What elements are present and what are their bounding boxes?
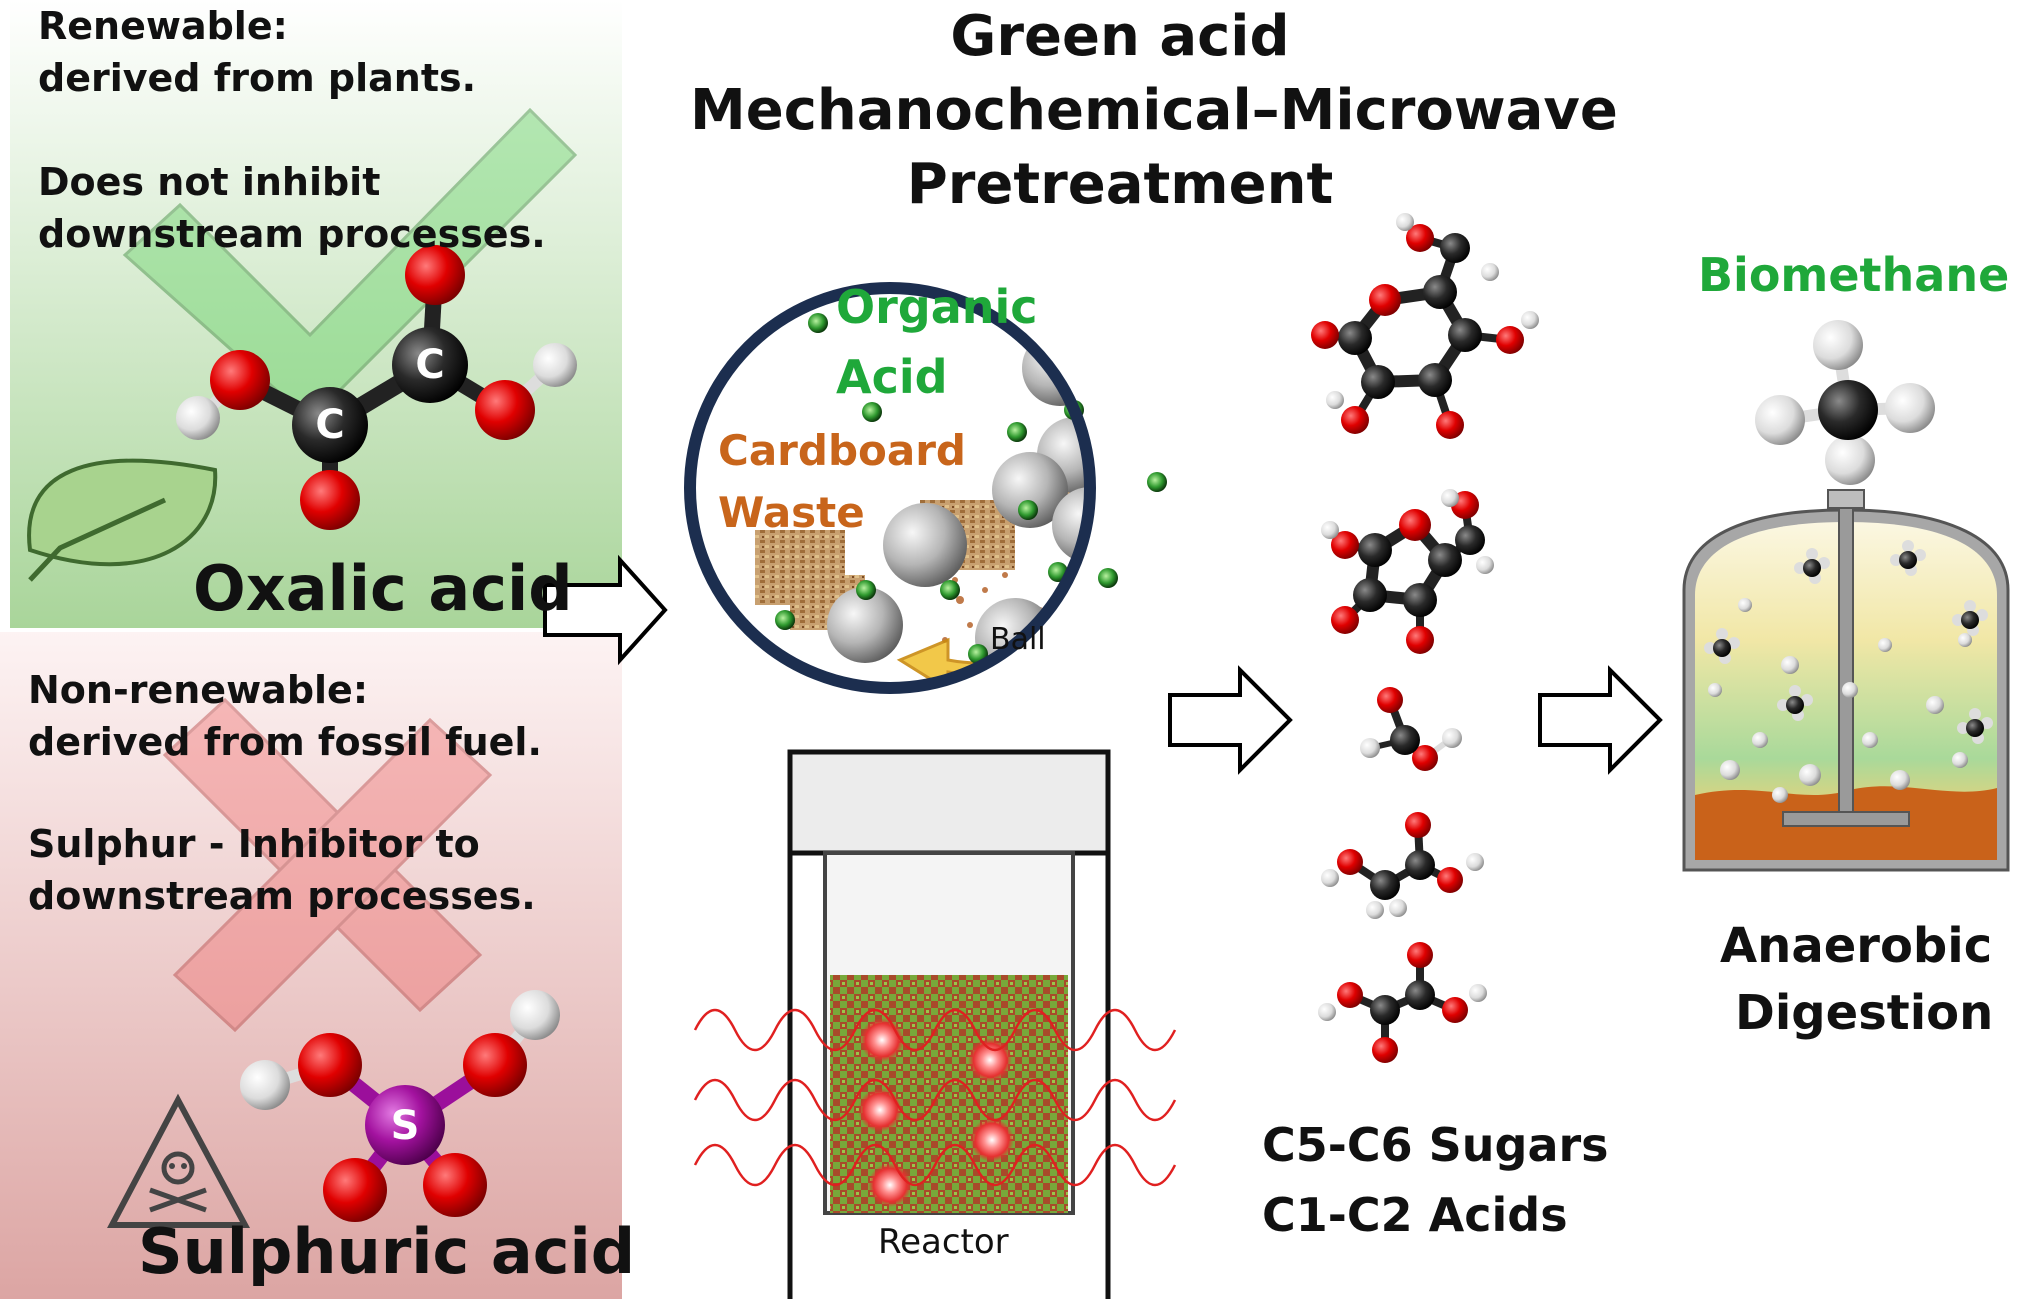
sulphuric-inhibitor-text: Sulphur - Inhibitor to [28, 822, 480, 866]
rotation-arrow-icon [896, 363, 1090, 688]
carbon-label: C [415, 342, 444, 388]
oxalic-acid-product-molecule [1318, 942, 1487, 1063]
sulphuric-nonrenewable-label: Non-renewable: [28, 668, 369, 712]
hot-spot [858, 1088, 902, 1132]
small-methane-molecules [1704, 540, 1993, 744]
cardboard-waste-label-line-2: Waste [718, 488, 865, 537]
sulphuric-acid-molecule: S [240, 990, 560, 1222]
formic-acid-molecule [1360, 687, 1462, 771]
oxalic-downstream-text: downstream processes. [38, 212, 546, 256]
anaerobic-label: Anaerobic [1720, 918, 1993, 974]
steel-ball [827, 587, 903, 663]
methane-molecule [1755, 320, 1935, 485]
stirrer-blade [1782, 811, 1910, 827]
carbon-label: C [315, 402, 344, 448]
glycolic-acid-molecule [1321, 812, 1484, 919]
oxalic-acid-molecule: C C [176, 245, 577, 530]
steel-ball [1052, 487, 1090, 563]
title-line-1: Green acid [950, 4, 1290, 69]
reactor-label: Reactor [878, 1222, 1009, 1262]
title-line-2: Mechanochemical–Microwave [690, 78, 1618, 143]
sulphuric-source-text: derived from fossil fuel. [28, 720, 542, 764]
xylose-molecule [1321, 489, 1494, 654]
ball-label: Ball [990, 622, 1046, 657]
digestion-label: Digestion [1735, 985, 1994, 1041]
hot-spot [868, 1163, 912, 1207]
arrow-to-digestion [1538, 665, 1663, 775]
oxalic-acid-name: Oxalic acid [193, 552, 573, 625]
stirrer-shaft [1838, 499, 1854, 821]
leaf-icon [27, 458, 218, 582]
arrow-to-pretreatment [543, 554, 668, 666]
glucose-molecule [1311, 213, 1539, 439]
arrow-to-products [1168, 665, 1293, 775]
hot-spot [860, 1018, 904, 1062]
sulphuric-panel-background [0, 632, 622, 1299]
products-sugars-label: C5-C6 Sugars [1262, 1118, 1609, 1172]
products-acids-label: C1-C2 Acids [1262, 1188, 1568, 1242]
ball-mill-jar-outline [684, 282, 1096, 694]
biomethane-label: Biomethane [1698, 248, 2010, 302]
oxalic-source-text: derived from plants. [38, 56, 477, 100]
microwave-reactor [693, 749, 1177, 1299]
organic-acid-label-line-1: Organic [836, 280, 1038, 334]
hot-spot [970, 1118, 1014, 1162]
title-line-3: Pretreatment [906, 152, 1334, 217]
oxalic-renewable-label: Renewable: [38, 4, 288, 48]
sulphuric-downstream-text: downstream processes. [28, 874, 536, 918]
anaerobic-digester-tank [1682, 489, 2010, 872]
organic-acid-label-line-2: Acid [836, 350, 948, 404]
steel-ball [992, 452, 1068, 528]
oxalic-inhibit-text: Does not inhibit [38, 160, 381, 204]
gas-bubbles [1708, 598, 1972, 803]
steel-ball [883, 503, 967, 587]
sulphuric-acid-name: Sulphuric acid [138, 1215, 636, 1288]
x-mark-icon [162, 697, 493, 1033]
sulfur-label: S [391, 1103, 420, 1149]
cardboard-waste-label-line-1: Cardboard [718, 426, 966, 475]
toxic-hazard-icon [107, 1093, 251, 1228]
microwave-waves [693, 1008, 1177, 1187]
